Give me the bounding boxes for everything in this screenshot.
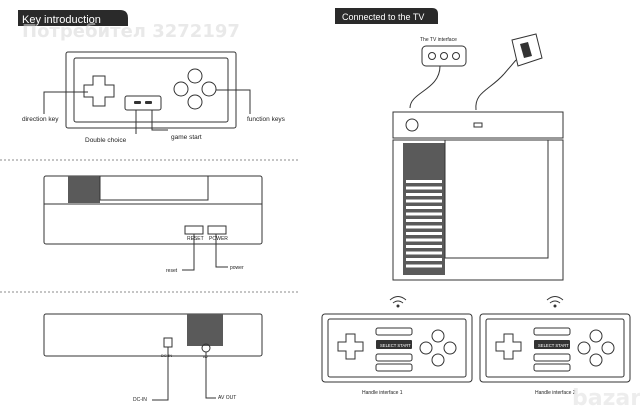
vent-slot [406,225,442,229]
action-buttons-icon [577,329,615,367]
power-button [207,225,227,235]
connected-header: Connected to the TV [342,12,424,22]
dpad-icon [495,333,522,360]
vent-slot [406,264,442,268]
watermark-text: Потребител 3272197 [22,21,240,42]
vent-slot [406,186,442,190]
dc-in-label: DC-IN [133,397,147,403]
rear-panel-shading [187,314,223,346]
vent-slot [406,206,442,209]
cartridge-slot-shading [68,176,100,203]
direction-key-label: direction key [22,116,59,123]
gamepad-1-diagram: SELECT START [321,313,473,383]
tv-interface-label: The TV interface [420,37,457,43]
connected-header-bar [335,8,438,24]
pad2-select-start: SELECT START [538,343,569,348]
dpad-icon [83,75,115,107]
vent-slot [406,219,442,222]
double-choice-button [124,95,162,111]
wireless-icon-1 [389,296,407,308]
console-back-diagram: DC-IN AV DC-IN AV OUT [43,313,263,403]
double-choice-label: Double choice [85,137,127,144]
pad2-caption: Handle interface 2 [535,390,576,396]
wireless-icon-2 [546,296,564,308]
action-buttons-icon [419,329,457,367]
vent-slot [406,232,442,235]
function-keys-icon [173,68,217,110]
vent-slot [406,193,442,196]
reset-button-text: RESET [187,236,204,242]
dpad-icon [337,333,364,360]
console-front-diagram: RESET POWER reset power [43,175,263,274]
key-introduction-header-bar [18,10,128,26]
vent-slot [406,212,442,216]
function-keys-label: function keys [247,116,286,123]
controller-diagram: direction key Double choice game start f… [22,51,286,144]
vent-slots [406,180,442,268]
power-adapter-icon [503,33,543,75]
game-start-label: game start [171,134,202,141]
vent-slot [406,199,442,203]
corner-watermark: bazar [572,386,640,411]
pad1-select-start: SELECT START [380,343,411,348]
vent-slot [406,251,442,255]
vent-slot [406,258,442,261]
vent-slot [406,238,442,242]
power-button-text: POWER [209,236,228,242]
pad1-caption: Handle interface 1 [362,390,403,396]
reset-label: reset [166,268,178,274]
vent-slot [406,245,442,248]
av-out-label: AV OUT [218,395,236,401]
console-top-diagram [392,111,564,281]
dc-in-port-text: DC-IN [161,353,172,358]
key-introduction-header: Key introduction [22,14,101,26]
gamepad-2-diagram: SELECT START [479,313,631,383]
vent-slot [406,180,442,183]
power-label: power [230,265,244,271]
tv-interface-connector [421,45,467,67]
